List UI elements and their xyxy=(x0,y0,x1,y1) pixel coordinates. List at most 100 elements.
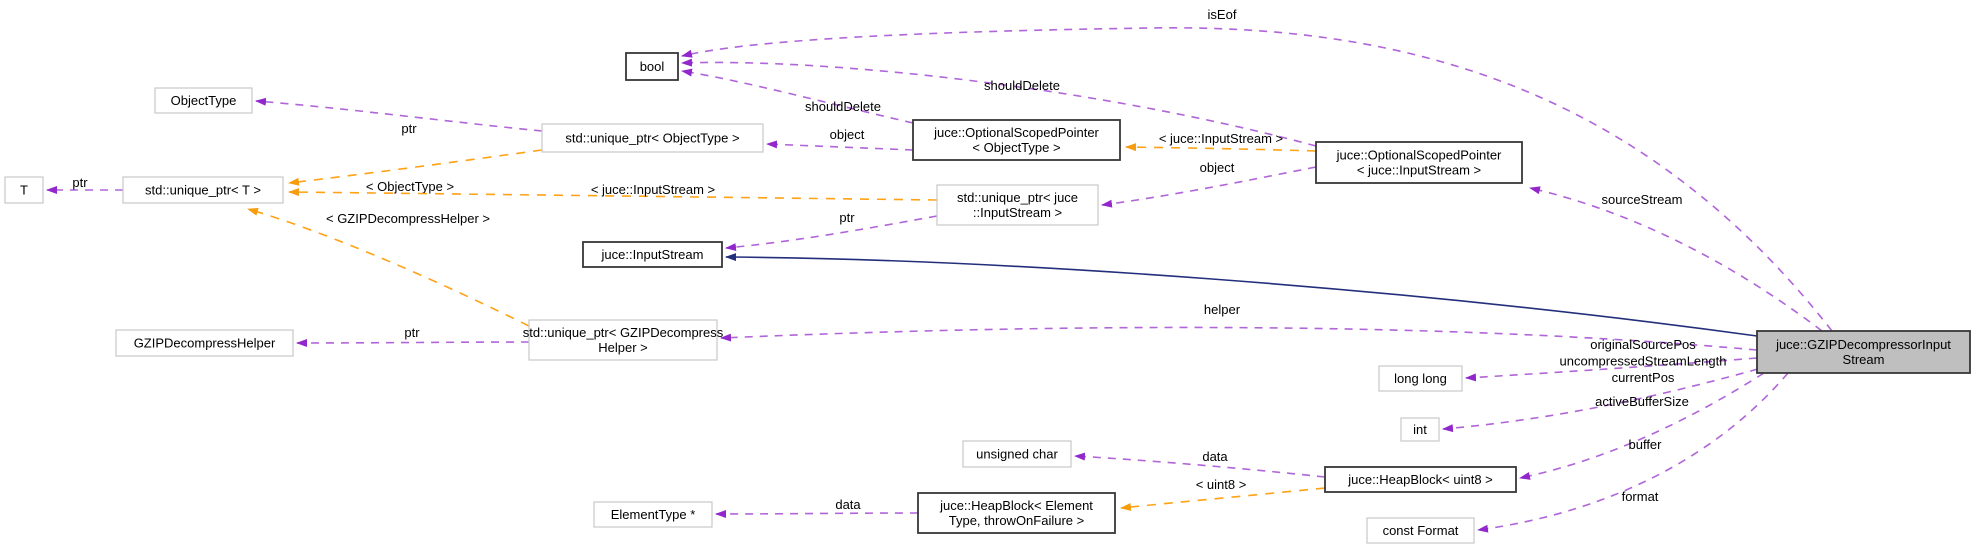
node-element-type-ptr[interactable]: ElementType * xyxy=(593,501,713,528)
edge-source-stream xyxy=(1529,186,1823,332)
node-box-unique-ptr-t xyxy=(122,176,284,204)
edge-label-ptr-to-input-stream: ptr xyxy=(839,210,855,225)
edge-label-ptr-to-object-type: ptr xyxy=(401,121,417,136)
node-label-unique-ptr-juce-input-stream: std::unique_ptr< juce::InputStream > xyxy=(957,190,1078,220)
edge-label-object-to-unique-ptr-input-stream: object xyxy=(1200,160,1235,175)
node-label-gzip-decompress-helper: GZIPDecompressHelper xyxy=(134,336,276,351)
edge-label-template-uint8: < uint8 > xyxy=(1196,477,1247,492)
node-label-juce-input-stream: juce::InputStream xyxy=(601,247,704,262)
node-box-heap-block-uint8 xyxy=(1324,466,1517,493)
edge-label-template-object-type: < ObjectType > xyxy=(366,179,454,194)
edge-label-data-to-unsigned-char: data xyxy=(1202,449,1228,464)
edges-layer: ptrptrshouldDeleteshouldDeleteisEofobjec… xyxy=(46,7,1833,533)
edge-template-object-type xyxy=(288,149,543,186)
node-box-object-type xyxy=(154,87,253,114)
node-unique-ptr-object-type[interactable]: std::unique_ptr< ObjectType > xyxy=(541,123,764,153)
node-label-const-format: const Format xyxy=(1383,523,1459,538)
edge-inheritance-input-stream xyxy=(725,253,1758,337)
node-box-long-long xyxy=(1378,365,1463,392)
node-optional-scoped-pointer-juce-input-stream[interactable]: juce::OptionalScopedPointer< juce::Input… xyxy=(1315,141,1523,184)
edge-label-data-to-element-type: data xyxy=(835,497,861,512)
node-box-unique-ptr-juce-input-stream xyxy=(936,184,1099,226)
node-box-unique-ptr-gzip-decompress-helper xyxy=(528,319,718,361)
edge-object-to-unique-ptr-object-type xyxy=(766,140,914,151)
node-long-long[interactable]: long long xyxy=(1378,365,1463,392)
edge-object-to-unique-ptr-input-stream xyxy=(1101,166,1317,208)
edge-data-to-unsigned-char xyxy=(1074,452,1326,478)
node-gzip-decompress-helper[interactable]: GZIPDecompressHelper xyxy=(115,329,294,357)
node-t[interactable]: T xyxy=(4,176,44,204)
edge-label-template-input-stream-unique-ptr: < juce::InputStream > xyxy=(591,182,715,197)
node-box-heap-block-element-type xyxy=(917,492,1116,534)
node-label-unsigned-char: unsigned char xyxy=(976,447,1058,462)
node-label-unique-ptr-t: std::unique_ptr< T > xyxy=(145,183,261,198)
node-label-optional-scoped-pointer-object-type: juce::OptionalScopedPointer< ObjectType … xyxy=(933,125,1099,155)
node-label-unique-ptr-object-type: std::unique_ptr< ObjectType > xyxy=(565,131,739,146)
edge-label-template-input-stream-osp: < juce::InputStream > xyxy=(1159,131,1283,146)
edge-is-eof xyxy=(681,27,1833,332)
node-unique-ptr-juce-input-stream[interactable]: std::unique_ptr< juce::InputStream > xyxy=(936,184,1099,226)
edge-should-delete-from-osp-object-type xyxy=(681,68,914,124)
node-label-bool: bool xyxy=(640,59,665,74)
node-box-unsigned-char xyxy=(962,440,1072,468)
node-label-long-long: long long xyxy=(1394,371,1447,386)
edge-label-helper: helper xyxy=(1204,302,1241,317)
edge-label-is-eof: isEof xyxy=(1208,7,1237,22)
edge-label-should-delete-from-osp-object-type: shouldDelete xyxy=(805,99,881,114)
edge-helper xyxy=(720,326,1758,351)
node-juce-input-stream[interactable]: juce::InputStream xyxy=(582,241,723,268)
node-box-gzip-decompressor-input-stream xyxy=(1756,330,1971,374)
edge-data-to-element-type xyxy=(715,509,919,518)
edge-ptr-to-gzip-decompress-helper xyxy=(296,338,530,347)
node-box-optional-scoped-pointer-object-type xyxy=(912,119,1121,161)
node-box-bool xyxy=(625,52,679,81)
node-unsigned-char[interactable]: unsigned char xyxy=(962,440,1072,468)
node-object-type[interactable]: ObjectType xyxy=(154,87,253,114)
node-int[interactable]: int xyxy=(1400,417,1440,442)
node-unique-ptr-t[interactable]: std::unique_ptr< T > xyxy=(122,176,284,204)
node-heap-block-uint8[interactable]: juce::HeapBlock< uint8 > xyxy=(1324,466,1517,493)
node-bool[interactable]: bool xyxy=(625,52,679,81)
node-box-element-type-ptr xyxy=(593,501,713,528)
node-box-optional-scoped-pointer-juce-input-stream xyxy=(1315,141,1523,184)
edge-label-object-to-unique-ptr-object-type: object xyxy=(830,127,865,142)
node-label-heap-block-uint8: juce::HeapBlock< uint8 > xyxy=(1347,472,1493,487)
node-optional-scoped-pointer-object-type[interactable]: juce::OptionalScopedPointer< ObjectType … xyxy=(912,119,1121,161)
edge-template-input-stream-osp xyxy=(1125,143,1317,152)
edge-buffer xyxy=(1519,372,1765,480)
node-box-const-format xyxy=(1366,517,1475,544)
node-box-int xyxy=(1400,417,1440,442)
node-box-unique-ptr-object-type xyxy=(541,123,764,153)
edge-label-template-gzip-decompress-helper: < GZIPDecompressHelper > xyxy=(326,211,490,226)
node-label-int: int xyxy=(1413,422,1427,437)
node-label-t: T xyxy=(20,183,28,198)
edge-template-gzip-decompress-helper xyxy=(247,207,530,327)
node-const-format[interactable]: const Format xyxy=(1366,517,1475,544)
edge-format xyxy=(1477,372,1789,533)
edge-label-active-buffer-size: activeBufferSize xyxy=(1595,394,1689,409)
node-box-juce-input-stream xyxy=(582,241,723,268)
node-label-object-type: ObjectType xyxy=(171,93,237,108)
edge-label-ptr-to-gzip-decompress-helper: ptr xyxy=(404,325,420,340)
node-label-element-type-ptr: ElementType * xyxy=(611,507,696,522)
node-box-t xyxy=(4,176,44,204)
edge-label-buffer: buffer xyxy=(1628,437,1662,452)
edge-label-source-stream: sourceStream xyxy=(1602,192,1683,207)
edge-should-delete-from-osp-input-stream xyxy=(681,58,1317,147)
edge-template-input-stream-unique-ptr xyxy=(288,188,938,201)
edge-label-ptr-to-t: ptr xyxy=(72,175,88,190)
edge-ptr-to-input-stream xyxy=(725,215,938,252)
edge-template-uint8 xyxy=(1120,487,1326,511)
node-box-gzip-decompress-helper xyxy=(115,329,294,357)
edge-ptr-to-object-type xyxy=(255,97,543,132)
